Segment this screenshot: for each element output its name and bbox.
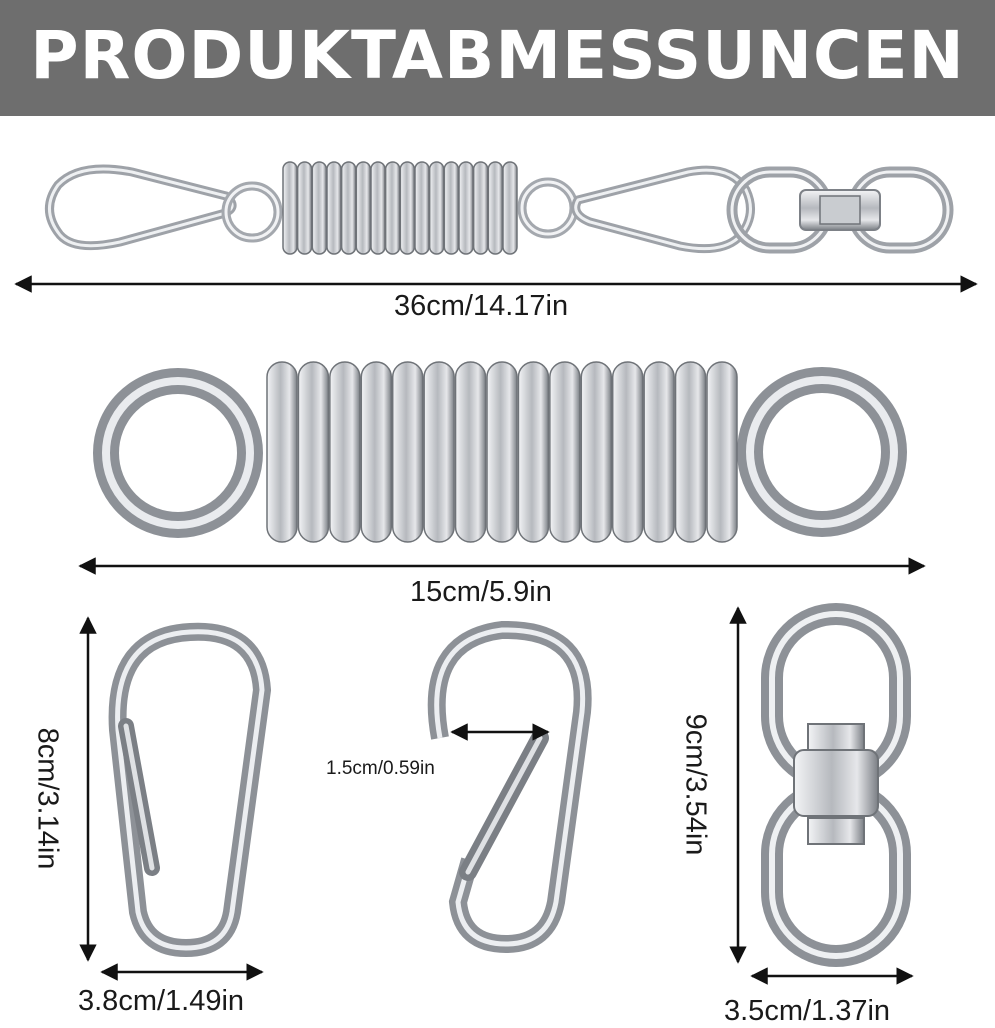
spring-coil xyxy=(399,161,416,255)
spring-icon xyxy=(282,161,518,255)
swivel-icon xyxy=(726,166,954,254)
spring-coil xyxy=(643,361,675,543)
spring-coil xyxy=(517,361,550,543)
spring-coil xyxy=(486,361,518,543)
spring-coil xyxy=(384,161,401,255)
dimension-label-carabiner-width: 3.8cm/1.49in xyxy=(78,985,245,1017)
spring-coil xyxy=(296,161,313,255)
spring-detail xyxy=(93,361,907,543)
spring-coil xyxy=(282,161,298,255)
spring-coil xyxy=(370,161,386,255)
spring-coil xyxy=(428,161,445,255)
spring-coil xyxy=(674,361,707,543)
carabiner-icon xyxy=(45,164,237,251)
page-title: PRODUKTABMESSUNCEN xyxy=(30,16,965,94)
spring-coil xyxy=(549,361,581,543)
spring-coil xyxy=(360,361,393,543)
carabiner-front xyxy=(108,622,272,958)
dimension-label-full-assembly: 36cm/14.17in xyxy=(394,290,569,322)
dimension-label-carabiner-gate: 1.5cm/0.59in xyxy=(326,758,435,779)
dimension-label-spring: 15cm/5.9in xyxy=(410,576,552,608)
spring-coil xyxy=(355,161,372,255)
spring-coil xyxy=(297,361,330,543)
dimension-label-swivel-width: 3.5cm/1.37in xyxy=(724,995,891,1027)
spring-coil xyxy=(454,361,487,543)
spring-coil xyxy=(340,161,357,255)
spring-coil xyxy=(472,161,489,255)
carabiner-open xyxy=(427,620,592,954)
spring-coil xyxy=(458,161,474,255)
dimension-label-carabiner-height: 8cm/3.14in xyxy=(31,727,64,870)
spring-coil xyxy=(487,161,504,255)
spring-coil xyxy=(706,361,738,543)
dimension-label-swivel-height: 9cm/3.54in xyxy=(679,713,712,856)
spring-coil xyxy=(502,161,518,255)
spring-coil xyxy=(443,161,460,255)
spring-coil xyxy=(423,361,455,543)
spring-coil xyxy=(329,361,361,543)
spring-coil xyxy=(311,161,328,255)
header-banner: PRODUKTABMESSUNCEN xyxy=(0,0,995,116)
spring-coil xyxy=(611,361,644,543)
carabiner-icon xyxy=(571,165,755,254)
spring-coil xyxy=(580,361,613,543)
full-assembly xyxy=(45,161,954,255)
swivel-front xyxy=(761,603,911,967)
spring-coil xyxy=(391,361,424,543)
spring-coil xyxy=(414,161,430,255)
spring-coil xyxy=(266,361,298,543)
spring-coil xyxy=(326,161,342,255)
